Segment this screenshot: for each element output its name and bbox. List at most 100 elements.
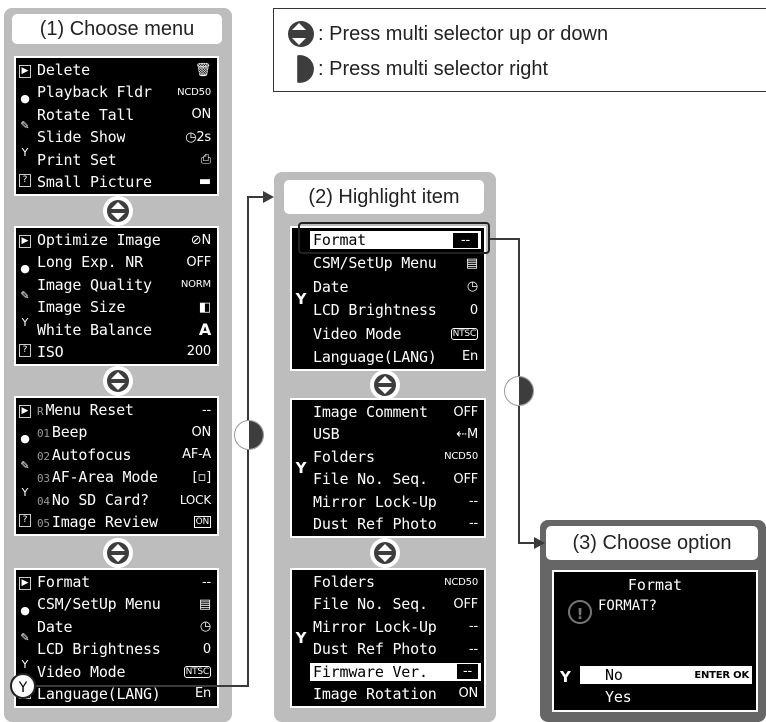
updown-selector-icon <box>103 196 133 226</box>
playback-tab-icon: ▶ <box>19 577 31 591</box>
updown-selector-icon <box>370 370 400 400</box>
enter-ok-icon: ENTER OK <box>694 669 749 681</box>
menu-row[interactable]: Image Size◧ <box>37 298 211 317</box>
legend-box: : Press multi selector up or down : Pres… <box>273 8 766 92</box>
menu-row[interactable]: Language(LANG)En <box>313 347 478 366</box>
setup-tab-icon: Y <box>295 289 307 308</box>
menu-row[interactable]: Delete🗑 <box>37 61 211 79</box>
menu-row-selected[interactable]: Firmware Ver.-- <box>310 662 481 681</box>
updown-selector-icon <box>103 366 133 396</box>
playback-tab-icon: ▶ <box>19 405 31 419</box>
updown-selector-icon <box>370 538 400 568</box>
multi-selector-right-icon <box>234 420 264 450</box>
menu-tabs: Y <box>292 570 310 706</box>
menu-row[interactable]: CSM/SetUp Menu▤ <box>313 254 478 273</box>
menu-row[interactable]: Dust Ref Photo-- <box>313 514 478 533</box>
menu-row[interactable]: Format-- <box>37 573 211 591</box>
legend-updown: : Press multi selector up or down <box>286 19 608 49</box>
step1-title: (1) Choose menu <box>12 14 222 44</box>
updown-selector-icon <box>103 538 133 568</box>
menu-row[interactable]: USB⇠M <box>313 425 478 444</box>
highlight-outline <box>298 222 490 254</box>
dialog-heading: Format <box>627 576 683 594</box>
shooting-tab-icon: ● <box>20 432 30 446</box>
menu-row[interactable]: File No. Seq.OFF <box>313 470 478 489</box>
menu-row[interactable]: Date◷ <box>37 617 211 636</box>
menu-row[interactable]: Mirror Lock-Up-- <box>313 617 478 636</box>
setup-tab-icon: Y <box>295 629 307 647</box>
shooting-tab-icon: ● <box>20 262 30 276</box>
connector-line <box>36 685 249 687</box>
connector-line <box>490 238 520 240</box>
legend-right-text: : Press multi selector right <box>318 57 549 80</box>
menu-row[interactable]: Dust Ref Photo-- <box>313 640 478 659</box>
custom-tab-icon: ✎ <box>20 118 30 132</box>
menu-tabs: ▶ ● ✎ Y ? <box>16 228 34 364</box>
setup-tab-icon: Y <box>21 315 29 329</box>
menu-row[interactable]: Mirror Lock-Up-- <box>313 492 478 511</box>
dialog-question: FORMAT? <box>598 598 658 614</box>
menu-tabs: ▶ ● ✎ Y ? <box>16 398 34 534</box>
setup-tab-highlight-icon: Y <box>10 673 36 699</box>
setup-tab-icon: Y <box>21 145 29 159</box>
legend-right: : Press multi selector right <box>286 55 548 83</box>
multi-selector-updown-icon <box>286 19 316 49</box>
setup-tab-icon: Y <box>560 668 571 686</box>
menu-row[interactable]: Date◷ <box>313 277 478 296</box>
shooting-tab-icon: ● <box>20 604 30 618</box>
legend-updown-text: : Press multi selector up or down <box>318 22 609 45</box>
arrow-head-icon <box>263 191 274 203</box>
setup-tab-icon: Y <box>21 485 29 499</box>
menu-row[interactable]: Language(LANG)En <box>37 684 211 703</box>
connector-line <box>247 196 265 198</box>
step3-title: (3) Choose option <box>546 526 758 560</box>
connector-line <box>518 542 536 544</box>
help-tab-icon: ? <box>19 343 31 357</box>
option-yes[interactable]: Yes <box>605 688 632 706</box>
menu-row[interactable]: Optimize Image⊘N <box>37 231 211 249</box>
playback-tab-icon: ▶ <box>19 235 31 249</box>
custom-tab-icon: ✎ <box>20 288 30 302</box>
menu-row[interactable]: CSM/SetUp Menu▤ <box>37 595 211 614</box>
custom-tab-icon: ✎ <box>20 458 30 472</box>
menu-row-selected[interactable]: Format-- <box>310 231 481 249</box>
step3-screen-format: Format ! FORMAT? Y No ENTER OK Yes <box>552 570 758 712</box>
setup-tab-icon: Y <box>295 459 307 477</box>
menu-row[interactable]: File No. Seq.OFF <box>313 595 478 614</box>
shooting-tab-icon: ● <box>20 92 30 106</box>
arrow-head-icon <box>534 537 545 549</box>
menu-row[interactable]: Small Picture▬ <box>37 172 211 191</box>
step2-title: (2) Highlight item <box>284 180 484 214</box>
option-no[interactable]: No ENTER OK <box>580 666 752 684</box>
menu-row[interactable]: Slide Show◷2s <box>37 128 211 147</box>
playback-tab-icon: ▶ <box>19 65 31 79</box>
step1-screen-setup: ▶ ● ✎ Y ? Format-- CSM/SetUp Menu▤ Date◷… <box>14 568 219 708</box>
multi-selector-right-icon <box>504 376 534 406</box>
menu-row[interactable]: Print Set⎙ <box>37 150 211 169</box>
warning-icon: ! <box>568 600 592 624</box>
